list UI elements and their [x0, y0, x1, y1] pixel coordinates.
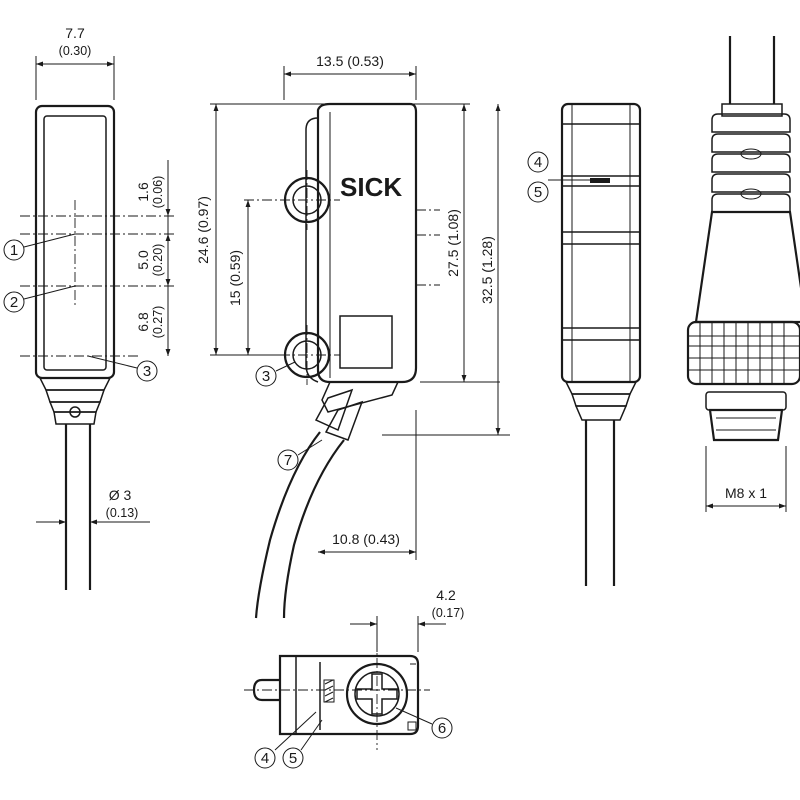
dim-height-27-5: 27.5 (1.08) [445, 209, 461, 277]
dim-connector-thread: M8 x 1 [725, 485, 767, 501]
screw-cross-icon [356, 673, 398, 715]
dim-height-24-6: 24.6 (0.97) [195, 196, 211, 264]
dim-cable-diameter: Ø 3 [109, 487, 132, 503]
mount-hole-icon [69, 406, 81, 418]
callout-4-back: 4 [534, 154, 542, 171]
dim-width-front: 7.7 [65, 25, 85, 41]
dim-height-32-5: 32.5 (1.28) [479, 236, 495, 304]
connector-view: M8 x 1 [686, 36, 800, 512]
dim-1-6: 1.6 [135, 182, 151, 202]
bottom-view: 4.2 (0.17) 6 4 5 [244, 587, 465, 769]
coupling-nut [686, 320, 800, 386]
callout-3-front: 3 [143, 363, 151, 380]
callout-4-bottom: 4 [261, 750, 269, 767]
dim-4-2: 4.2 [436, 587, 456, 603]
callout-3-side: 3 [262, 368, 270, 385]
side-housing [316, 102, 418, 384]
dim-6-8: 6.8 [135, 312, 151, 332]
callout-7: 7 [284, 452, 292, 469]
bottom-housing [278, 654, 420, 736]
back-view: 4 5 [527, 102, 642, 586]
callout-1: 1 [10, 242, 18, 259]
brand-logo: SICK [340, 172, 402, 202]
dim-1-6-inch: (0.06) [151, 176, 165, 209]
callout-5-back: 5 [534, 184, 542, 201]
callout-2: 2 [10, 294, 18, 311]
front-view: 7.7 (0.30) 1.6 (0.06) 5.0 (0.20) 6.8 (0.… [3, 25, 176, 590]
dim-width-side: 13.5 (0.53) [316, 53, 384, 69]
dim-cable-diameter-inch: (0.13) [106, 506, 139, 520]
label-plate [339, 315, 393, 369]
front-window [43, 115, 107, 371]
dim-4-2-inch: (0.17) [432, 606, 465, 620]
dim-5-0-inch: (0.20) [151, 244, 165, 277]
callout-5-bottom: 5 [289, 750, 297, 767]
dim-6-8-inch: (0.27) [151, 306, 165, 339]
dim-width-10-8: 10.8 (0.43) [332, 531, 400, 547]
callout-6: 6 [438, 720, 446, 737]
dim-5-0: 5.0 [135, 250, 151, 270]
dim-height-15: 15 (0.59) [227, 250, 243, 306]
dim-width-front-inch: (0.30) [59, 44, 92, 58]
side-view: SICK 13.5 (0.53) 24.6 (0.97) 15 ( [195, 53, 510, 619]
